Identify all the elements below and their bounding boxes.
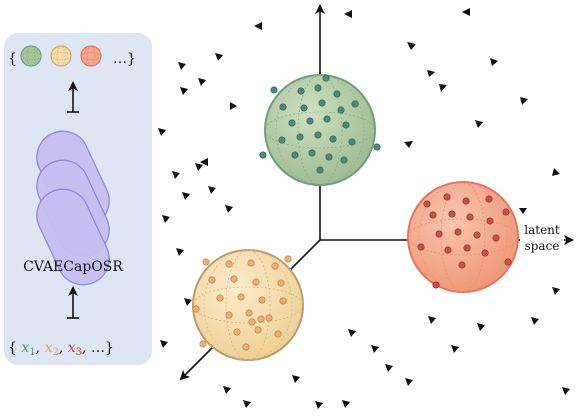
triangle-marker xyxy=(208,186,216,194)
input-x3-sub: 3 xyxy=(76,347,82,358)
triangle-marker xyxy=(162,215,170,223)
mini-sphere-green xyxy=(20,45,42,67)
arrow-up-output xyxy=(67,81,79,113)
triangle-marker xyxy=(552,287,560,295)
input-x3: x xyxy=(68,340,76,356)
triangle-marker xyxy=(385,364,393,372)
triangle-marker xyxy=(315,401,323,409)
triangle-marker xyxy=(371,345,379,353)
output-set-ellipsis: …} xyxy=(113,51,136,67)
triangle-marker xyxy=(176,248,184,256)
triangle-marker xyxy=(160,340,168,348)
comma-3: , xyxy=(82,340,86,356)
triangle-marker xyxy=(439,84,447,92)
triangle-marker xyxy=(230,102,237,110)
input-x1: x xyxy=(21,340,29,356)
triangle-marker xyxy=(407,42,416,50)
comma-2: , xyxy=(59,340,63,356)
triangle-marker xyxy=(200,158,208,166)
triangle-marker xyxy=(243,400,251,408)
triangle-marker xyxy=(254,22,262,30)
input-x2: x xyxy=(45,340,53,356)
triangle-marker xyxy=(180,87,188,95)
triangle-marker xyxy=(427,70,435,77)
input-x1-sub: 1 xyxy=(29,347,35,358)
triangle-marker xyxy=(520,97,528,105)
triangle-marker xyxy=(342,400,350,408)
input-set-ellipsis: …} xyxy=(91,340,114,356)
triangle-marker xyxy=(178,62,186,70)
triangle-marker xyxy=(490,58,498,66)
arrow-up-input xyxy=(67,286,79,319)
mini-sphere-yellow xyxy=(50,45,72,67)
triangle-marker xyxy=(182,192,190,200)
triangle-marker xyxy=(475,120,483,128)
triangle-marker xyxy=(292,375,300,383)
input-set-open-brace: { xyxy=(8,340,17,356)
input-set: { x1, x2, x3, …} xyxy=(8,340,114,358)
triangle-marker xyxy=(158,128,166,136)
triangle-marker xyxy=(172,171,180,179)
triangle-marker xyxy=(215,53,223,61)
sphere-red-cluster xyxy=(407,181,519,293)
triangle-marker xyxy=(462,8,470,16)
comma-1: , xyxy=(36,340,40,356)
triangle-marker xyxy=(552,168,560,176)
output-set-open-brace: { xyxy=(8,51,17,67)
triangle-marker xyxy=(405,378,413,386)
triangle-marker xyxy=(198,78,206,86)
triangle-marker xyxy=(477,323,485,331)
input-x2-sub: 2 xyxy=(52,347,58,358)
triangle-marker xyxy=(225,205,233,213)
triangle-marker xyxy=(344,10,352,18)
triangle-marker xyxy=(195,163,203,171)
triangle-marker xyxy=(404,141,413,148)
triangle-marker xyxy=(223,386,231,394)
sphere-green-cluster xyxy=(259,74,381,186)
model-label: CVAECapOSR xyxy=(23,259,123,275)
axis-label: latent space xyxy=(520,221,564,255)
triangle-marker xyxy=(562,387,570,395)
outlier-triangles xyxy=(158,8,570,409)
triangle-marker xyxy=(451,345,459,353)
triangle-marker xyxy=(428,316,436,324)
triangle-marker xyxy=(519,208,527,214)
triangle-marker xyxy=(531,317,539,325)
sphere-yellow-cluster xyxy=(192,249,304,361)
axis-label-line1: latent xyxy=(524,223,560,237)
triangle-marker xyxy=(184,298,192,306)
mini-sphere-red xyxy=(80,45,102,67)
capsule-stack-icon xyxy=(36,130,110,286)
axis-label-line2: space xyxy=(525,239,560,253)
triangle-marker xyxy=(348,329,356,337)
output-set: { …} xyxy=(8,45,136,67)
